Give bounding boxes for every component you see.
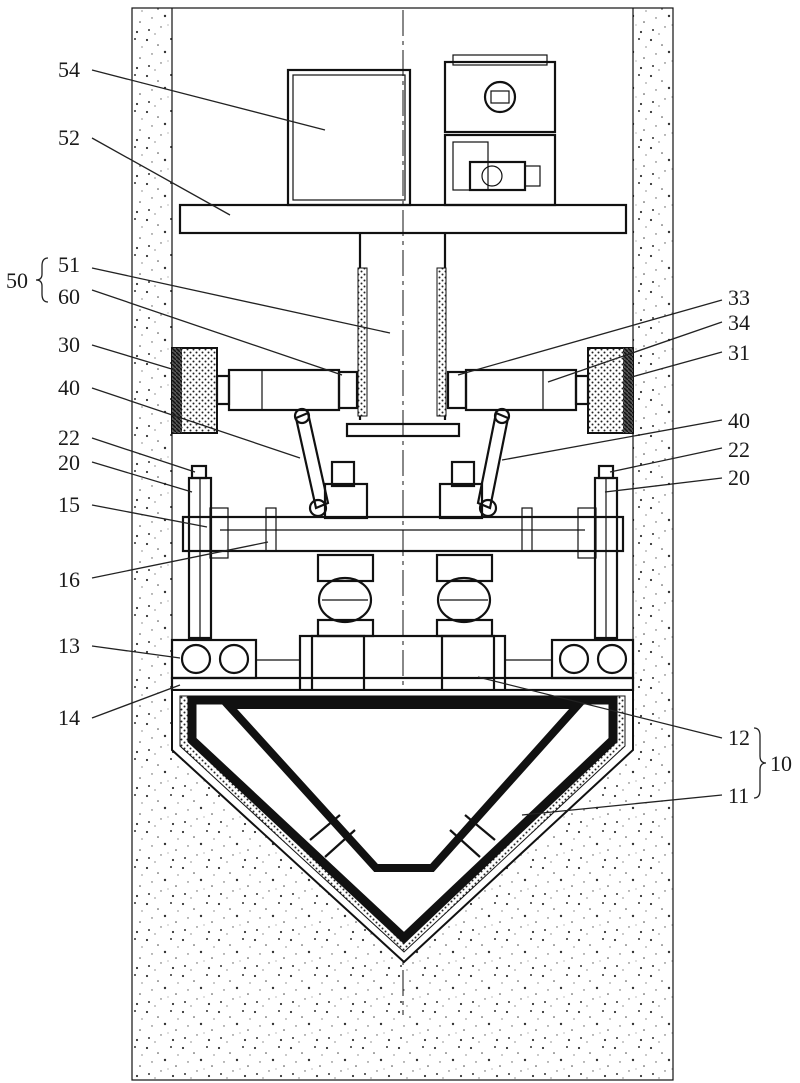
label-31: 31 bbox=[728, 340, 750, 365]
label-12: 12 bbox=[728, 725, 750, 750]
label-20-right: 20 bbox=[728, 465, 750, 490]
soil-surround bbox=[131, 7, 674, 1081]
label-14: 14 bbox=[58, 705, 80, 730]
leader-lines bbox=[91, 69, 723, 816]
label-30: 30 bbox=[58, 332, 80, 357]
label-22-right: 22 bbox=[728, 437, 750, 462]
hydraulic-power-unit bbox=[443, 54, 557, 207]
label-20-left: 20 bbox=[58, 450, 80, 475]
left-clamp-head bbox=[323, 460, 369, 520]
right-horizontal-jack bbox=[446, 347, 634, 434]
cutting-shoe bbox=[171, 689, 634, 964]
right-clamp-head bbox=[438, 460, 484, 520]
bracket-50 bbox=[35, 257, 49, 303]
label-60: 60 bbox=[58, 284, 80, 309]
label-40-right: 40 bbox=[728, 408, 750, 433]
bracket-10 bbox=[753, 727, 767, 799]
label-54: 54 bbox=[58, 57, 80, 82]
label-15: 15 bbox=[58, 492, 80, 517]
left-drive-motor bbox=[316, 553, 375, 638]
left-horizontal-jack bbox=[171, 347, 359, 434]
label-13: 13 bbox=[58, 633, 80, 658]
label-10: 10 bbox=[770, 751, 792, 776]
platform bbox=[178, 203, 628, 235]
right-drive-motor bbox=[435, 553, 494, 638]
reference-numerals: 54 52 50 51 60 30 40 22 20 15 16 13 14 3… bbox=[6, 57, 792, 808]
label-16: 16 bbox=[58, 567, 80, 592]
frame-beams bbox=[181, 507, 625, 553]
label-40-left: 40 bbox=[58, 375, 80, 400]
label-33: 33 bbox=[728, 285, 750, 310]
label-51: 51 bbox=[58, 252, 80, 277]
left-strut bbox=[293, 407, 330, 518]
label-50: 50 bbox=[6, 268, 28, 293]
label-11: 11 bbox=[728, 783, 749, 808]
label-52: 52 bbox=[58, 125, 80, 150]
right-vertical-cylinder bbox=[577, 464, 619, 640]
label-22-left: 22 bbox=[58, 425, 80, 450]
control-box bbox=[286, 68, 412, 207]
label-34: 34 bbox=[728, 310, 750, 335]
